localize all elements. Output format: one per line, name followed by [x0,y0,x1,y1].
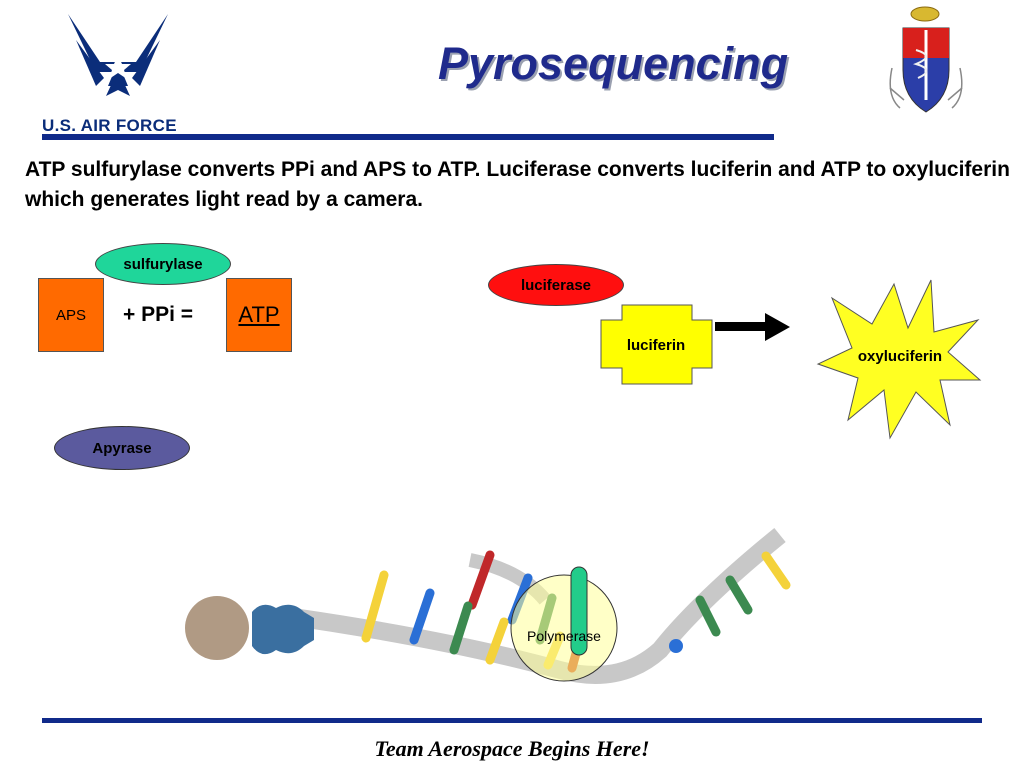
air-force-wings-icon [68,14,168,96]
air-force-logo-text: U.S. AIR FORCE [42,116,177,135]
reaction-arrow [715,313,790,341]
footer-tagline: Team Aerospace Begins Here! [374,736,650,761]
atp-box: ATP [226,278,292,352]
medical-crest-icon [889,6,963,113]
oxyluciferin-starburst [816,279,982,440]
luciferin-label: luciferin [626,336,686,354]
slide-title: Pyrosequencing [438,38,789,89]
slide-body-text: ATP sulfurylase converts PPi and APS to … [25,158,1010,211]
apyrase-enzyme: Apyrase [54,426,190,470]
header-divider [42,134,774,140]
aps-box: APS [38,278,104,352]
luciferase-label: luciferase [520,276,592,294]
oxyluciferin-label: oxyluciferin [857,347,943,365]
polymerase-label: Polymerase [527,628,601,644]
apyrase-label: Apyrase [92,439,152,457]
luciferin-shape [600,304,713,385]
sulfurylase-enzyme: sulfurylase [95,243,231,285]
aps-label: APS [55,306,86,324]
footer-divider [42,718,982,723]
ppi-equation-text: + PPi = [123,303,194,326]
dna-strand-illustration [185,528,791,684]
sulfurylase-label: sulfurylase [123,255,203,273]
atp-label: ATP [238,302,280,327]
luciferase-enzyme: luciferase [488,264,624,306]
